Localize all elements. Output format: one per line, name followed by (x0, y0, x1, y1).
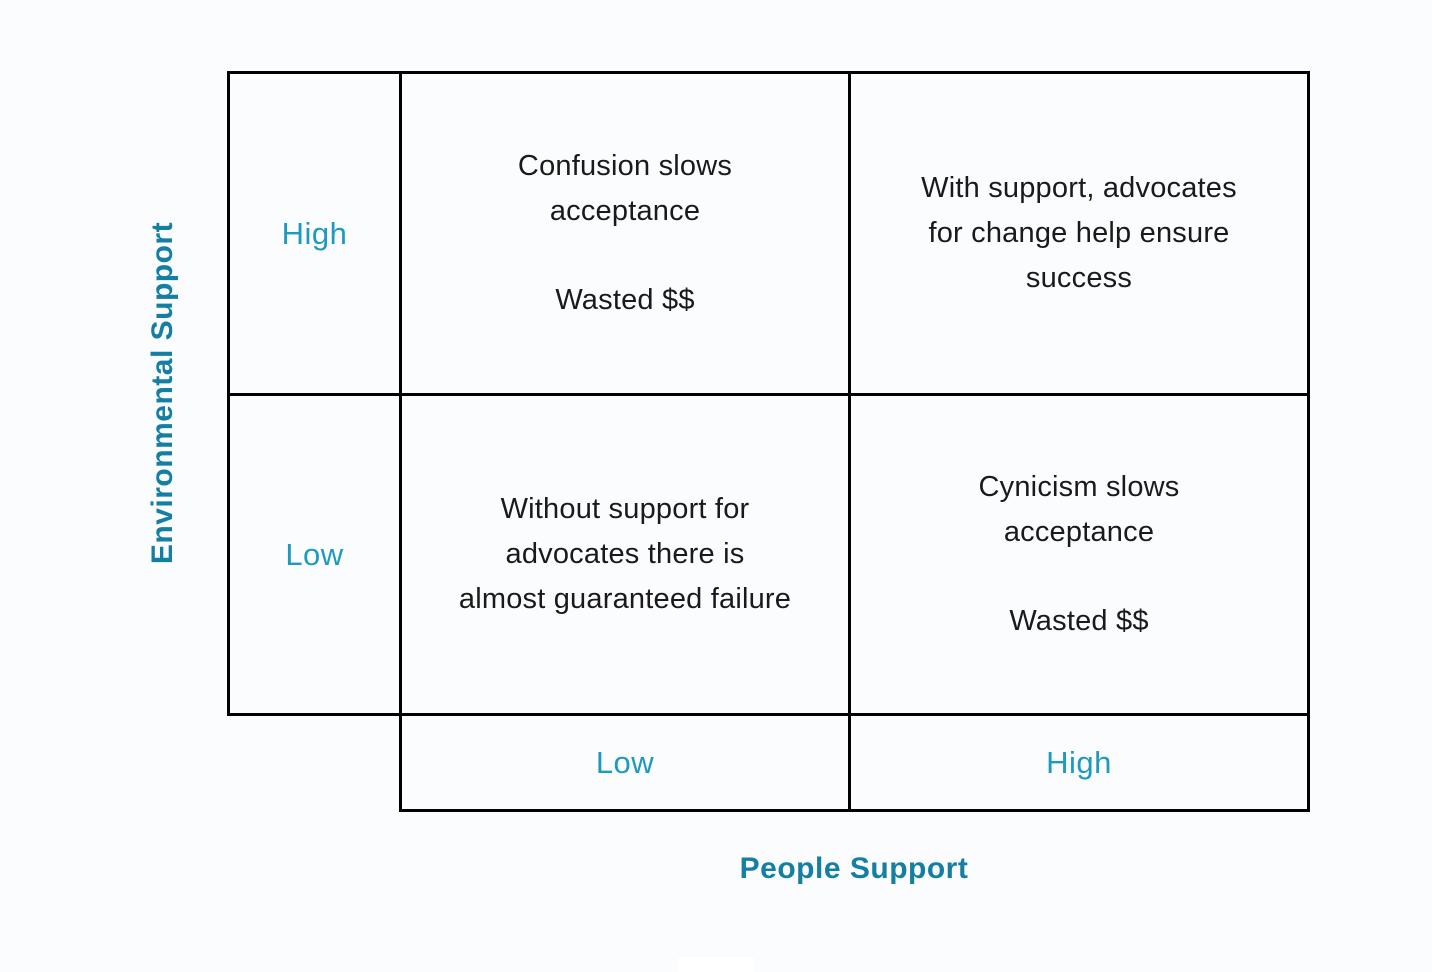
quadrant-top-left: Confusion slows acceptance Wasted $$ (399, 71, 848, 393)
matrix-grid: High Confusion slows acceptance Wasted $… (227, 71, 1310, 812)
quadrant-top-right-text: With support, advocates for change help … (921, 172, 1237, 294)
y-axis-title: Environmental Support (146, 221, 179, 565)
quadrant-bottom-right-text: Cynicism slows acceptance (978, 471, 1180, 548)
quadrant-top-left-note: Wasted $$ (555, 284, 695, 316)
bottom-row-spacer (227, 716, 399, 812)
quadrant-top-left-text: Confusion slows acceptance (517, 150, 733, 227)
row-label-high: High (281, 215, 348, 251)
row-header-high: High (227, 71, 399, 393)
quadrant-top-right: With support, advocates for change help … (848, 71, 1310, 393)
col-header-low: Low (399, 716, 848, 812)
quadrant-bottom-left-text: Without support for advocates there is a… (458, 493, 792, 615)
row-label-low: Low (285, 536, 344, 572)
row-header-low: Low (227, 393, 399, 716)
col-label-high: High (1046, 744, 1112, 780)
quadrant-bottom-right: Cynicism slows acceptance Wasted $$ (848, 393, 1310, 716)
quadrant-bottom-left: Without support for advocates there is a… (399, 393, 848, 716)
col-header-high: High (848, 716, 1310, 812)
col-label-low: Low (595, 744, 655, 780)
bottom-artifact (678, 957, 754, 972)
x-axis-title: People Support (739, 852, 969, 885)
quadrant-bottom-right-note: Wasted $$ (1009, 605, 1149, 637)
